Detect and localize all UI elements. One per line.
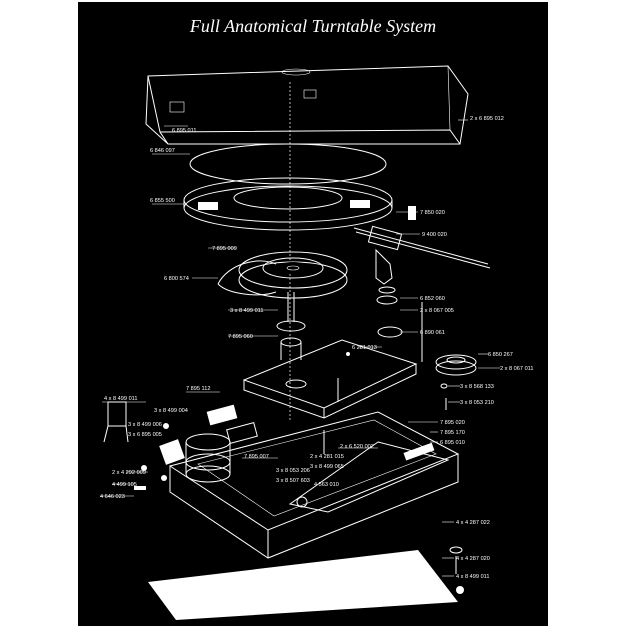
- bottom-feet: [380, 546, 464, 605]
- label-arm-washer: 6 890 061: [420, 330, 445, 336]
- label-arm-screws: 2 x 8 067 005: [420, 308, 454, 314]
- label-motor-screws-1: 4 x 8 499 011: [104, 396, 138, 402]
- label-screws-3x: 3 x 8 499 011: [230, 308, 264, 314]
- platter: [183, 177, 393, 231]
- label-arm-base: 6 852 060: [420, 296, 445, 302]
- label-plinth-2: 7 895 170: [440, 430, 465, 436]
- label-bottom-2: 4 x 4 287 020: [456, 556, 490, 562]
- label-plinth-1: 7 895 020: [440, 420, 465, 426]
- label-switch-1: 3 x 8 053 206: [276, 468, 310, 474]
- top-plate: [242, 339, 418, 419]
- leader-lines: [100, 119, 500, 603]
- poster-background: Full Anatomical Turntable System: [78, 2, 548, 626]
- label-foot: 6 850 267: [488, 352, 513, 358]
- label-pcb: 4 499 105: [112, 482, 137, 488]
- tonearm: [353, 206, 491, 338]
- small-parts: [134, 302, 423, 490]
- label-switch-3: 2 x 4 281 015: [310, 454, 344, 460]
- label-plinth-screws: 2 x 6 520 002: [340, 444, 374, 450]
- label-bearing: 7 895 060: [228, 334, 253, 340]
- foot: [435, 354, 477, 410]
- subplatter: [217, 251, 348, 299]
- label-spring: 3 x 8 568 133: [460, 384, 494, 390]
- label-pcb-part: 4 646 023: [100, 494, 125, 500]
- label-plinth-3: 6 895 010: [440, 440, 465, 446]
- label-subplatter: 7 895 009: [212, 246, 237, 252]
- label-switch-5: 4 563 010: [314, 482, 339, 488]
- label-bottom-3: 4 x 8 499 011: [456, 574, 490, 580]
- label-dustcover-screw: 2 x 6 895 012: [470, 116, 504, 122]
- label-pcb-screws: 2 x 4 292 009: [112, 470, 146, 476]
- part-labels: 6 895 011 2 x 6 895 012 6 846 097 6 855 …: [100, 116, 534, 606]
- label-platter: 6 855 500: [150, 198, 175, 204]
- bearing: [276, 292, 306, 360]
- label-bottom-1: 4 x 4 287 022: [456, 520, 490, 526]
- bottom-plate: [148, 550, 458, 620]
- label-mat: 6 846 097: [150, 148, 175, 154]
- label-belt: 6 800 574: [164, 276, 189, 282]
- diagram-title: Full Anatomical Turntable System: [189, 16, 437, 36]
- label-arm-rest: 7 850 020: [420, 210, 445, 216]
- exploded-diagram: 6 895 011 2 x 6 895 012 6 846 097 6 855 …: [100, 65, 534, 620]
- label-switch-4: 3 x 8 507 603: [276, 478, 310, 484]
- label-motor: 7 895 112: [186, 386, 210, 392]
- turntable-mat: [189, 143, 387, 185]
- motor: [103, 401, 258, 483]
- label-motor-screws-4: 3 x 6 895 005: [128, 432, 162, 438]
- label-foot-bolt: 3 x 8 053 210: [460, 400, 494, 406]
- label-switch-2: 3 x 8 499 065: [310, 464, 344, 470]
- label-dustcover-part: 6 895 011: [172, 128, 196, 134]
- label-foot-screws: 2 x 8 067 011: [500, 366, 534, 372]
- plinth: [168, 411, 460, 559]
- label-cable: 7 895 007: [244, 454, 269, 460]
- label-top-plate: 6 281 013: [352, 345, 377, 351]
- label-motor-screws-3: 3 x 8 499 006: [128, 422, 162, 428]
- label-bottom-4: 2 x 8 062 708: [390, 600, 424, 606]
- label-motor-screws-2: 3 x 8 499 004: [154, 408, 188, 414]
- dust-cover: [145, 65, 469, 145]
- label-tonearm: 9 400 020: [422, 232, 447, 238]
